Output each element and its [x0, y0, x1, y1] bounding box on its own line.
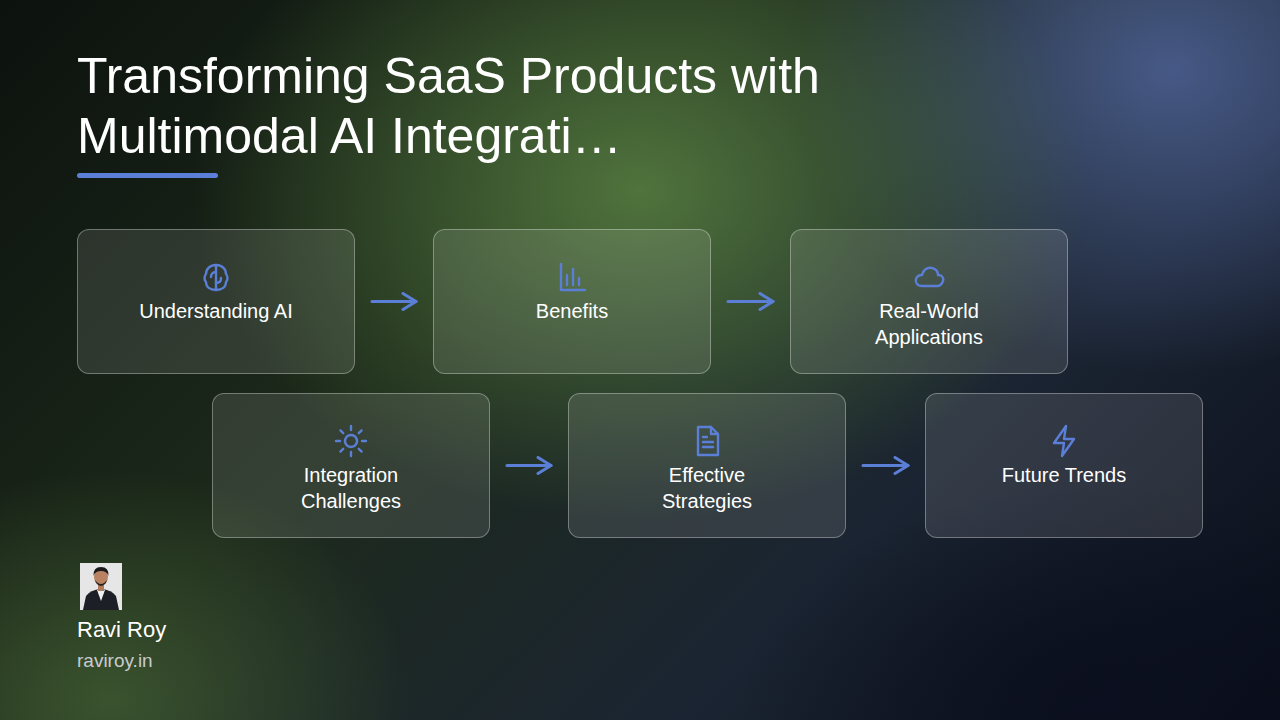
- process-box: Understanding AI: [77, 229, 355, 374]
- icon-stroke: [1054, 426, 1074, 456]
- icon-stroke: [362, 440, 366, 442]
- slide-title: Transforming SaaS Products with Multimod…: [77, 46, 897, 166]
- icon-stroke: [216, 278, 221, 283]
- avatar-background: [80, 563, 122, 610]
- icon-stroke: [703, 436, 707, 438]
- icon-stroke: [340, 430, 343, 433]
- node-icon: [912, 260, 946, 294]
- author-website: raviroy.in: [77, 650, 153, 672]
- avatar-shirt: [97, 590, 105, 601]
- icon-stroke: [211, 272, 216, 277]
- node-icon: [690, 424, 724, 458]
- icon-stroke: [703, 441, 713, 443]
- node-icon: [555, 260, 589, 294]
- author-avatar: [80, 563, 122, 610]
- icon-stroke: [350, 452, 352, 456]
- node-label: Real-World Applications: [864, 298, 994, 350]
- node-label: Understanding AI: [139, 298, 292, 324]
- icon-stroke: [350, 426, 352, 430]
- icon-stroke: [215, 265, 217, 290]
- icon-stroke: [711, 427, 718, 434]
- icon-stroke: [703, 446, 713, 448]
- icon-stroke: [698, 427, 718, 455]
- icon-stroke: [572, 269, 574, 285]
- process-box: Benefits: [433, 229, 711, 374]
- icon-stroke: [359, 449, 362, 452]
- icon-stroke: [916, 268, 944, 286]
- icon-stroke: [561, 264, 585, 290]
- flow-arrow: [372, 300, 416, 303]
- title-underline: [77, 173, 218, 178]
- author-name: Ravi Roy: [77, 617, 166, 643]
- icon-stroke: [345, 435, 357, 447]
- process-box: Integration Challenges: [212, 393, 490, 538]
- node-icon: [199, 260, 233, 294]
- node-label: Future Trends: [1002, 462, 1127, 488]
- flow-arrow: [863, 464, 908, 467]
- flow-arrow: [728, 300, 773, 303]
- icon-stroke: [205, 265, 228, 290]
- node-label: Effective Strategies: [642, 462, 772, 514]
- process-box: Real-World Applications: [790, 229, 1068, 374]
- icon-stroke: [578, 278, 580, 285]
- icon-stroke: [340, 449, 343, 452]
- avatar-beard: [95, 580, 107, 586]
- process-box: Future Trends: [925, 393, 1203, 538]
- node-icon: [334, 424, 368, 458]
- node-label: Integration Challenges: [286, 462, 416, 514]
- node-icon: [1047, 424, 1081, 458]
- icon-stroke: [566, 275, 568, 285]
- process-box: Effective Strategies: [568, 393, 846, 538]
- flow-arrow: [507, 464, 551, 467]
- icon-stroke: [336, 440, 340, 442]
- node-label: Benefits: [536, 298, 608, 324]
- avatar-suit: [83, 589, 119, 610]
- icon-stroke: [359, 430, 362, 433]
- avatar-hair: [93, 567, 108, 576]
